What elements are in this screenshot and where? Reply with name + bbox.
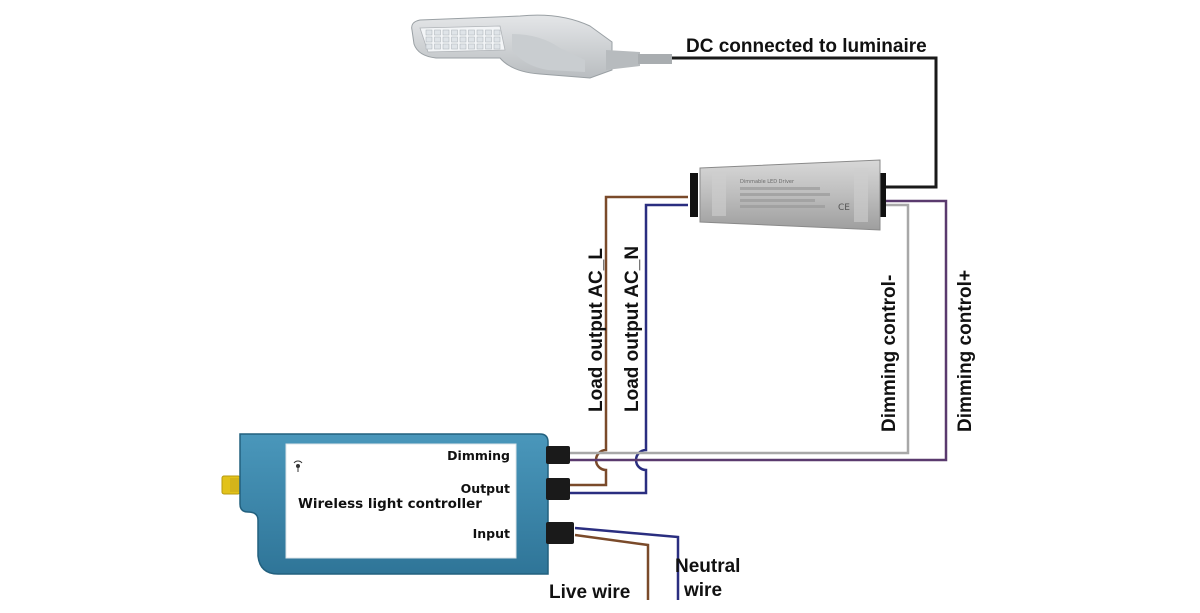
- port-input-label: Input: [473, 526, 510, 541]
- ce-mark: CE: [838, 203, 850, 213]
- neutral-wire-label-2: wire: [683, 580, 722, 601]
- dimming-plus-wire: [570, 199, 948, 462]
- input-neutral-wire: [574, 526, 680, 600]
- wires: [570, 56, 948, 600]
- led-cell: [468, 36, 475, 43]
- driver-label: Dimmable LED Driver: [740, 179, 795, 185]
- led-cell: [451, 29, 458, 36]
- dc-connected-label: DC connected to luminaire: [686, 36, 927, 57]
- led-cell: [493, 36, 501, 43]
- led-cell: [485, 36, 492, 43]
- dimming-minus-wire: [570, 203, 910, 455]
- led-cell: [425, 43, 433, 50]
- led-cell: [425, 36, 433, 43]
- antenna-connector-icon: [221, 475, 242, 495]
- port-dimming-label: Dimming: [447, 448, 510, 463]
- led-cell: [442, 36, 450, 43]
- led-cell: [485, 43, 492, 50]
- wireless-controller-icon: Dimming Output Input Wireless light cont…: [221, 433, 574, 575]
- input-live-wire: [574, 533, 650, 600]
- led-cell: [434, 29, 441, 36]
- neutral-wire-label: Neutral: [675, 556, 740, 577]
- led-cell: [442, 43, 450, 50]
- led-driver-icon: Dimmable LED Driver CE: [690, 159, 886, 231]
- led-cell: [451, 43, 458, 50]
- led-cell: [493, 29, 501, 36]
- load-output-n-label: Load output AC_N: [622, 246, 643, 412]
- load-output-l-label: Load output AC_L: [586, 248, 607, 412]
- live-wire-label: Live wire: [549, 582, 630, 603]
- controller-title: Wireless light controller: [298, 496, 482, 512]
- led-cell: [459, 43, 467, 50]
- led-cell: [468, 43, 475, 50]
- dc-wire: [670, 56, 938, 189]
- streetlight-luminaire-icon: [411, 14, 672, 79]
- led-cell: [425, 29, 433, 36]
- led-cell: [476, 36, 484, 43]
- led-cell: [459, 36, 467, 43]
- led-cell: [485, 29, 492, 36]
- led-cell: [434, 43, 441, 50]
- port-output-label: Output: [461, 481, 510, 496]
- led-cell: [434, 36, 441, 43]
- led-cell: [476, 29, 484, 36]
- dimming-minus-label: Dimming control-: [879, 275, 900, 432]
- dimming-plus-label: Dimming control+: [955, 270, 976, 432]
- led-cell: [468, 29, 475, 36]
- led-cell: [459, 29, 467, 36]
- led-cell: [493, 43, 501, 50]
- led-cell: [451, 36, 458, 43]
- wireless-signal-icon: [293, 460, 303, 472]
- led-cell: [476, 43, 484, 50]
- led-cell: [442, 29, 450, 36]
